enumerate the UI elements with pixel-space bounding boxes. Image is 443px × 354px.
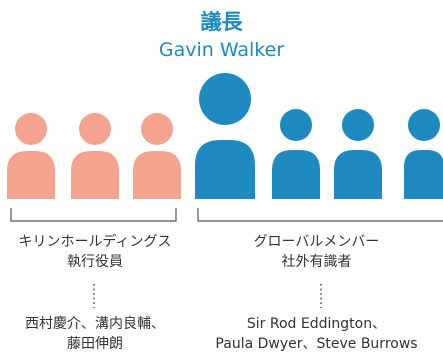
chairman-title: 議長 [200, 10, 243, 34]
members-external-line2: Paula Dwyer、Steve Burrows [215, 336, 418, 352]
person-internal-2 [71, 113, 119, 199]
person-internal-3-body [133, 151, 181, 199]
group-external-name: グローバルメンバー [253, 234, 380, 250]
person-chairman-body [195, 140, 255, 199]
group-external-label: グローバルメンバー 社外有識者 [190, 232, 443, 272]
group-internal-members: 西村慶介、溝内良輔、 藤田伸朗 [0, 314, 190, 354]
person-internal-2-body [71, 151, 119, 199]
person-external-1-head [280, 109, 312, 141]
members-internal-line1: 西村慶介、溝内良輔、 [25, 316, 165, 332]
person-internal-3-head [141, 113, 173, 145]
person-external-1 [272, 109, 320, 199]
person-internal-2-head [79, 113, 111, 145]
person-external-3-body [404, 150, 443, 199]
group-external-members: Sir Rod Eddington、 Paula Dwyer、Steve Bur… [190, 314, 443, 354]
person-external-2-body [334, 150, 382, 199]
person-chairman-head [199, 73, 251, 125]
members-internal-line2: 藤田伸朗 [67, 336, 123, 352]
group-internal-name: キリンホールディングス [18, 234, 172, 250]
members-external-line1: Sir Rod Eddington、 [246, 316, 387, 332]
person-internal-1-body [7, 151, 55, 199]
bracket-internal [10, 208, 177, 222]
person-external-3 [404, 109, 443, 199]
person-internal-1-head [15, 113, 47, 145]
person-external-2-head [342, 109, 374, 141]
group-internal-label: キリンホールディングス 執行役員 [0, 232, 190, 272]
person-external-1-body [272, 150, 320, 199]
bracket-external [197, 208, 443, 222]
person-external-2 [334, 109, 382, 199]
person-internal-1 [7, 113, 55, 199]
person-chairman [195, 73, 255, 199]
group-external-role: 社外有識者 [281, 254, 352, 270]
group-internal-role: 執行役員 [67, 254, 123, 270]
person-internal-3 [133, 113, 181, 199]
person-external-3-head [408, 109, 440, 141]
chairman-name: Gavin Walker [158, 39, 285, 61]
